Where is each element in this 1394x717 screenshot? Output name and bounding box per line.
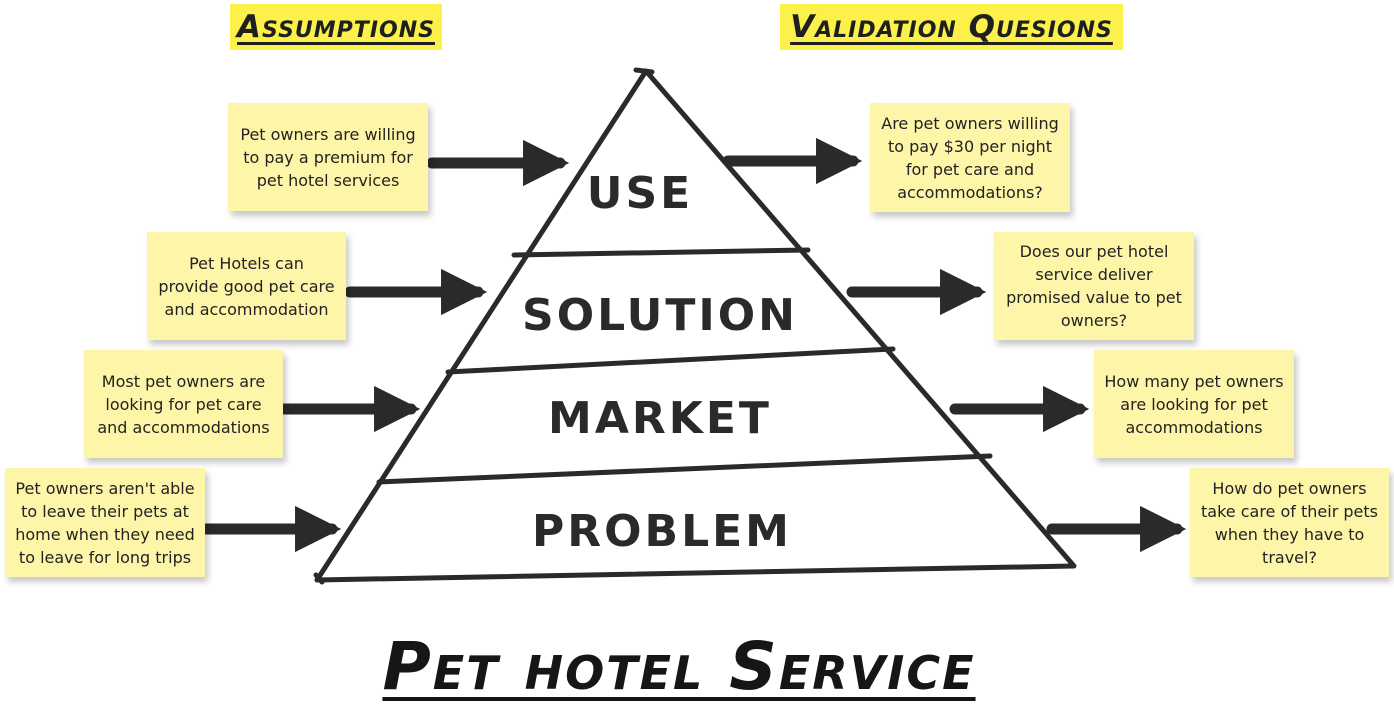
pyramid-apex-tick (633, 67, 655, 75)
pyramid-outline (314, 68, 1077, 583)
assumption-note-4: Pet owners aren't able to leave their pe… (5, 468, 205, 577)
question-note-3-text: How many pet owners are looking for pet … (1104, 371, 1284, 437)
question-note-3: How many pet owners are looking for pet … (1094, 350, 1294, 458)
pyramid-divider-1 (511, 247, 811, 258)
assumption-note-3-text: Most pet owners are looking for pet care… (97, 371, 270, 437)
question-note-2: Does our pet hotel service deliver promi… (994, 232, 1194, 340)
assumption-note-2: Pet Hotels can provide good pet care and… (147, 232, 346, 340)
layer-label-market: MARKET (548, 393, 772, 444)
footer-title: Pet hotel Service (334, 626, 1024, 706)
pyramid-divider-3 (376, 453, 993, 485)
validation-header-text: Validation Quesions (790, 9, 1113, 45)
question-note-1: Are pet owners willing to pay $30 per ni… (870, 103, 1070, 212)
pyramid-base-overstroke (313, 572, 325, 585)
layer-label-problem: PROBLEM (532, 506, 792, 557)
assumptions-header: Assumptions (230, 4, 442, 50)
footer-title-text: Pet hotel Service (382, 627, 976, 705)
question-note-4: How do pet owners take care of their pet… (1190, 468, 1389, 577)
layer-label-use: USE (587, 168, 693, 219)
assumption-note-3: Most pet owners are looking for pet care… (84, 350, 283, 458)
validation-header: Validation Quesions (780, 4, 1123, 50)
assumption-note-2-text: Pet Hotels can provide good pet care and… (158, 253, 335, 319)
assumption-note-1-text: Pet owners are willing to pay a premium … (240, 124, 416, 190)
question-note-4-text: How do pet owners take care of their pet… (1201, 478, 1378, 567)
assumption-note-4-text: Pet owners aren't able to leave their pe… (15, 478, 195, 567)
layer-label-solution: SOLUTION (522, 290, 798, 341)
assumption-note-1: Pet owners are willing to pay a premium … (228, 103, 428, 211)
assumptions-header-text: Assumptions (237, 9, 435, 45)
question-note-1-text: Are pet owners willing to pay $30 per ni… (881, 113, 1059, 202)
question-note-2-text: Does our pet hotel service deliver promi… (1006, 242, 1182, 330)
pyramid-divider-2 (445, 346, 896, 375)
